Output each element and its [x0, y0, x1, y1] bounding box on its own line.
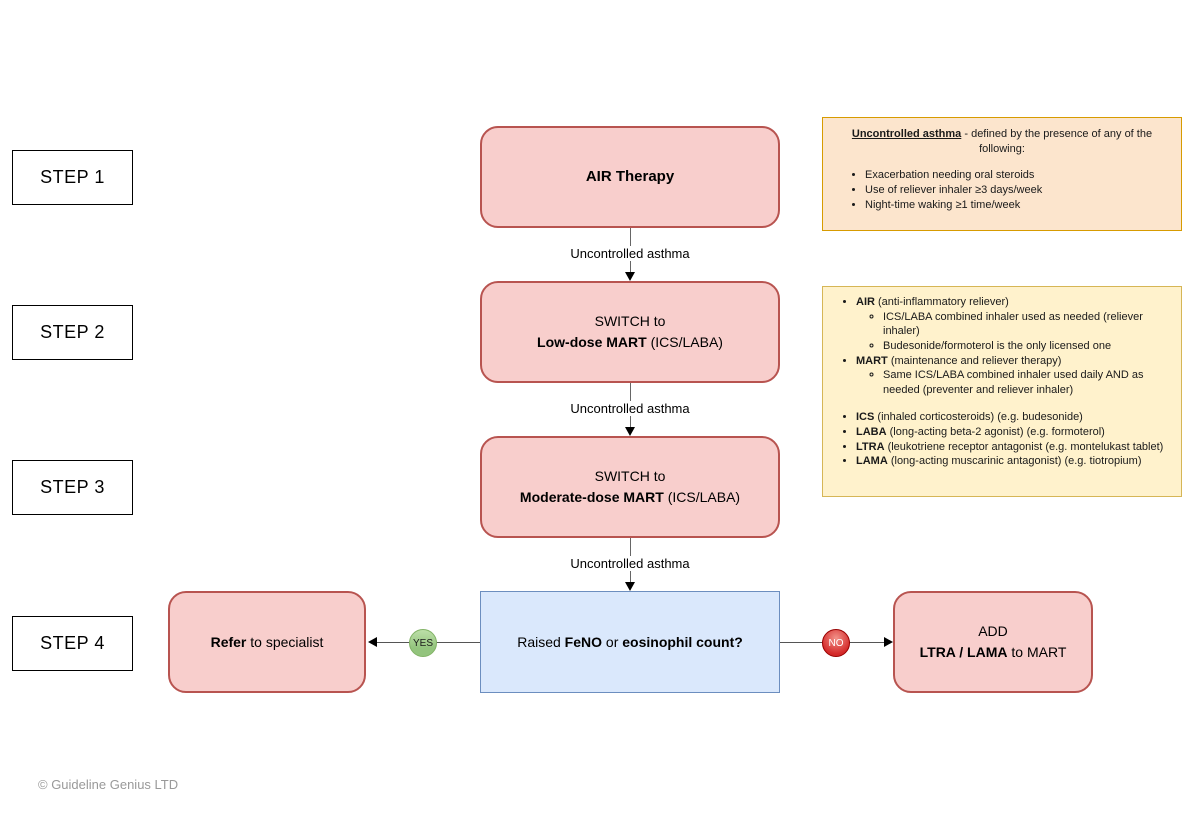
add-line1: ADD	[978, 623, 1008, 639]
edge-label-uncontrolled-1: Uncontrolled asthma	[565, 246, 695, 261]
step-2-label: STEP 2	[40, 322, 105, 342]
edge-label-uncontrolled-3: Uncontrolled asthma	[565, 556, 695, 571]
glossary-term-air: AIR	[856, 296, 875, 308]
glossary-term-lama: LAMA	[856, 455, 888, 468]
decision-bold-eosinophil: eosinophil count?	[622, 634, 743, 650]
add-bold: LTRA / LAMA	[919, 644, 1008, 660]
glossary-rest-air: (anti-inflammatory reliever)	[874, 296, 1009, 308]
node-air-therapy: AIR Therapy	[480, 126, 780, 228]
step-3-label: STEP 3	[40, 477, 105, 497]
decision-text: Raised FeNO or eosinophil count?	[517, 634, 743, 650]
note-uncontrolled-heading-bold: Uncontrolled asthma	[851, 128, 962, 140]
add-line2: LTRA / LAMA to MART	[920, 642, 1067, 663]
node-moderate-dose-mart: SWITCH to Moderate-dose MART (ICS/LABA)	[480, 436, 780, 538]
node-refer-specialist: Refer to specialist	[168, 591, 366, 693]
list-item: Night-time waking ≥1 time/week	[865, 198, 1181, 213]
glossary-rest-mart: (maintenance and reliever therapy)	[887, 354, 1062, 367]
list-item: ICS (inhaled corticosteroids) (e.g. bude…	[856, 410, 1181, 425]
arrowhead-down-2	[625, 427, 635, 436]
arrowhead-right-no	[884, 637, 893, 647]
node-low-dose-mart: SWITCH to Low-dose MART (ICS/LABA)	[480, 281, 780, 383]
decision-prefix: Raised	[517, 634, 565, 650]
decision-mid: or	[602, 634, 623, 650]
glossary-term-ltra: LTRA	[856, 440, 885, 453]
node-decision-feno: Raised FeNO or eosinophil count?	[480, 591, 780, 693]
low-dose-suffix: (ICS/LABA)	[646, 334, 723, 350]
note-uncontrolled-bullet-list: Exacerbation needing oral steroids Use o…	[823, 168, 1181, 214]
list-item: ICS/LABA combined inhaler used as needed…	[883, 310, 1181, 339]
arrowhead-down-3	[625, 582, 635, 591]
step-2-label-box: STEP 2	[12, 305, 133, 360]
glossary-air-sublist: ICS/LABA combined inhaler used as needed…	[856, 310, 1181, 354]
note-uncontrolled-heading-rest: - defined by the presence of any of the …	[961, 128, 1153, 156]
note-glossary: AIR (anti-inflammatory reliever) ICS/LAB…	[822, 286, 1182, 497]
step-1-label: STEP 1	[40, 167, 105, 187]
no-badge: NO	[822, 629, 850, 657]
edge-label-uncontrolled-2: Uncontrolled asthma	[565, 401, 695, 416]
refer-bold: Refer	[210, 633, 247, 650]
step-1-label-box: STEP 1	[12, 150, 133, 205]
list-item: LTRA (leukotriene receptor antagonist (e…	[856, 440, 1181, 455]
moderate-dose-bold: Moderate-dose MART	[519, 489, 664, 505]
low-dose-line1: SWITCH to	[594, 313, 666, 329]
yes-badge-label: YES	[412, 637, 433, 649]
glossary-list: AIR (anti-inflammatory reliever) ICS/LAB…	[823, 295, 1181, 469]
note-uncontrolled-heading: Uncontrolled asthma - defined by the pre…	[839, 127, 1165, 158]
moderate-dose-line2: Moderate-dose MART (ICS/LABA)	[520, 487, 740, 508]
moderate-dose-suffix: (ICS/LABA)	[663, 489, 741, 505]
glossary-term-ics: ICS	[856, 411, 875, 424]
arrowhead-down-1	[625, 272, 635, 281]
glossary-term-mart: MART	[856, 354, 888, 367]
air-therapy-title: AIR Therapy	[585, 167, 675, 185]
note-uncontrolled-asthma: Uncontrolled asthma - defined by the pre…	[822, 117, 1182, 231]
moderate-dose-line1: SWITCH to	[594, 468, 666, 484]
arrowhead-left-yes	[368, 637, 377, 647]
step-4-label: STEP 4	[40, 633, 105, 653]
glossary-rest-lama: (long-acting muscarinic antagonist) (e.g…	[887, 455, 1142, 468]
list-item: LABA (long-acting beta-2 agonist) (e.g. …	[856, 425, 1181, 440]
step-4-label-box: STEP 4	[12, 616, 133, 671]
glossary-mart-sublist: Same ICS/LABA combined inhaler used dail…	[856, 368, 1181, 397]
node-add-ltra-lama: ADD LTRA / LAMA to MART	[893, 591, 1093, 693]
refer-text: Refer to specialist	[211, 632, 324, 653]
glossary-rest-laba: (long-acting beta-2 agonist) (e.g. formo…	[886, 426, 1105, 438]
copyright-text: © Guideline Genius LTD	[38, 777, 179, 792]
list-item: LAMA (long-acting muscarinic antagonist)…	[856, 454, 1181, 469]
list-item: Use of reliever inhaler ≥3 days/week	[865, 183, 1181, 198]
decision-bold-feno: FeNO	[564, 634, 603, 650]
glossary-rest-ics: (inhaled corticosteroids) (e.g. budesoni…	[874, 411, 1083, 424]
no-badge-label: NO	[828, 637, 844, 649]
low-dose-bold: Low-dose MART	[537, 334, 647, 350]
list-item: AIR (anti-inflammatory reliever) ICS/LAB…	[856, 295, 1181, 354]
step-3-label-box: STEP 3	[12, 460, 133, 515]
list-item: Exacerbation needing oral steroids	[865, 168, 1181, 183]
list-item: Same ICS/LABA combined inhaler used dail…	[883, 368, 1181, 397]
glossary-rest-ltra: (leukotriene receptor antagonist (e.g. m…	[884, 440, 1164, 453]
list-item: MART (maintenance and reliever therapy) …	[856, 354, 1181, 398]
yes-badge: YES	[409, 629, 437, 657]
low-dose-line2: Low-dose MART (ICS/LABA)	[537, 332, 723, 353]
add-suffix: to MART	[1007, 644, 1067, 660]
refer-suffix: to specialist	[246, 633, 324, 650]
list-item: Budesonide/formoterol is the only licens…	[883, 339, 1181, 354]
glossary-term-laba: LABA	[856, 426, 887, 438]
